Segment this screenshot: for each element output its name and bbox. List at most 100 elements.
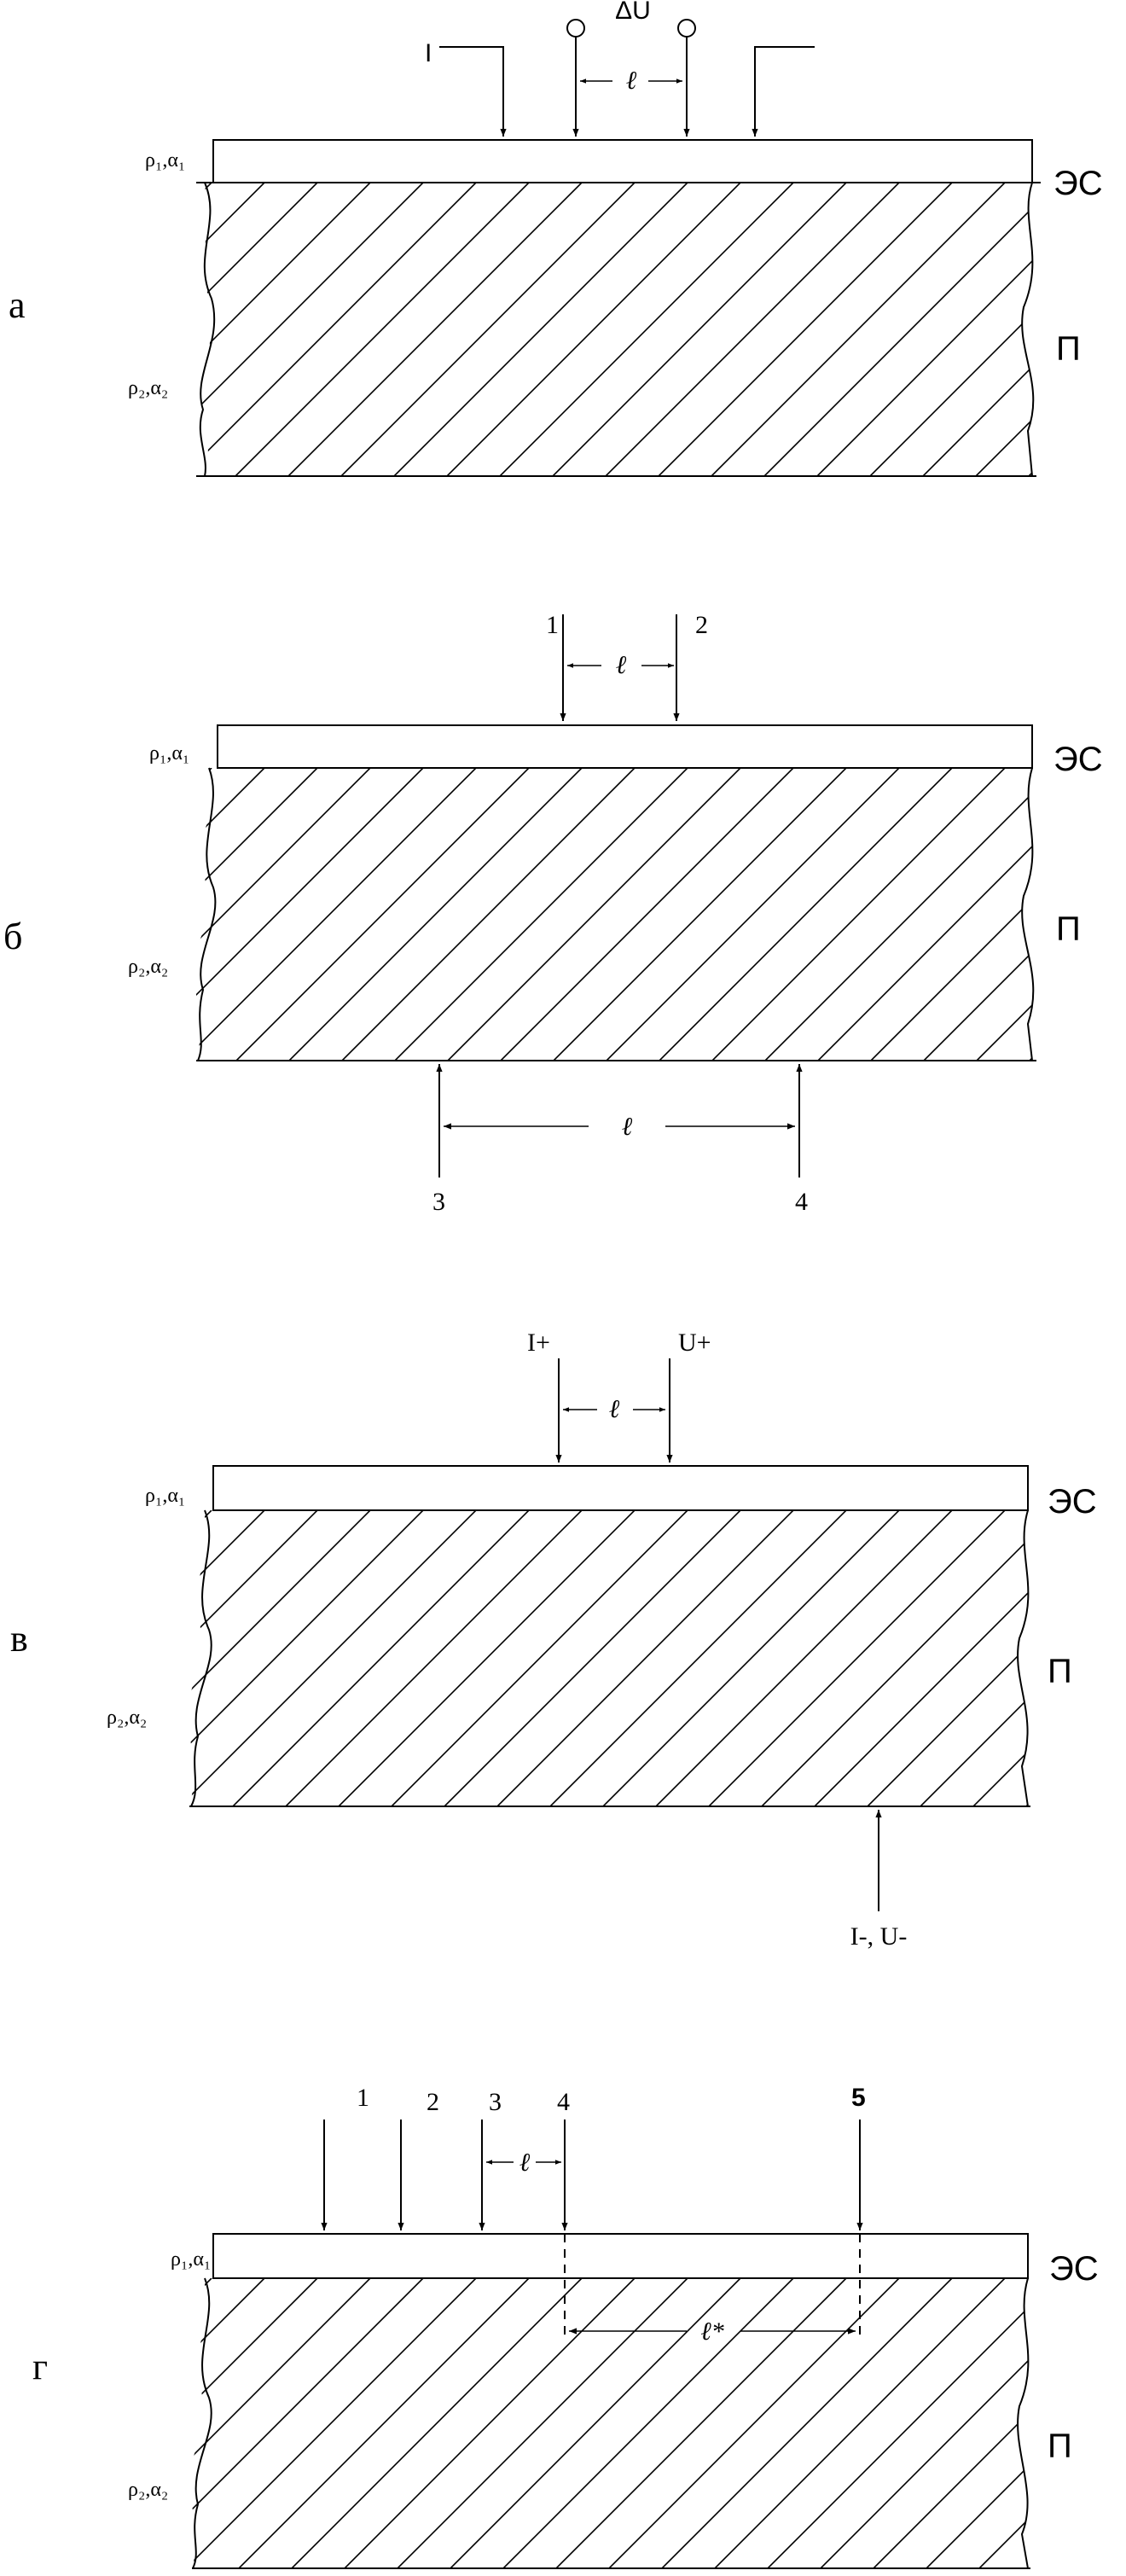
hatch-line	[391, 1510, 688, 1806]
substrate-hatch-v	[188, 1510, 1029, 1806]
hatch-line	[0, 2278, 106, 2568]
hatch-line	[711, 768, 1006, 1061]
hatch-line	[189, 2278, 371, 2568]
hatch-line	[0, 183, 159, 476]
layer-label-b: ЭС	[1053, 741, 1103, 778]
hatch-line	[978, 2278, 1029, 2568]
hatch-line	[714, 2278, 1006, 2568]
coating-layer-a	[212, 139, 1033, 183]
hatch-line	[761, 1510, 1029, 1806]
hatch-line	[189, 2278, 212, 2568]
hatch-line	[972, 1510, 1029, 1806]
substrate-label-a: П	[1056, 330, 1081, 368]
hatch-line	[975, 183, 1034, 476]
substrate-params-b: ρ₂,α₂	[128, 956, 168, 978]
hatch-line	[0, 2278, 53, 2568]
hatch-line	[291, 2278, 583, 2568]
hatch-line	[0, 768, 159, 1061]
panel-b: б 1 2 ℓ 3 4 ℓ ρ₁,α₁ ρ₂,α₂ ЭС П	[0, 611, 1103, 1216]
hatch-line	[194, 768, 424, 1061]
hatch-line	[200, 183, 212, 476]
hatch-line	[816, 183, 1034, 476]
substrate-label-v: П	[1048, 1653, 1072, 1690]
hatch-line	[606, 768, 900, 1061]
hatch-line	[920, 1510, 1029, 1806]
spacing-label-a: ℓ	[626, 67, 637, 95]
hatch-line	[444, 1510, 741, 1806]
hatch-line	[605, 183, 900, 476]
hatch-line	[763, 183, 1034, 476]
probe-voltage-plus-label-v: U+	[678, 1329, 711, 1357]
hatch-line	[1028, 183, 1034, 476]
hatch-line	[189, 2278, 424, 2568]
hatch-line	[194, 768, 477, 1061]
coating-layer-g	[212, 2233, 1029, 2279]
substrate-label-b: П	[1056, 910, 1081, 948]
hatch-line	[976, 768, 1034, 1061]
hatch-line	[194, 768, 212, 1061]
hatch-line	[189, 2278, 477, 2568]
hatch-line	[502, 2278, 794, 2568]
hatch-line	[873, 2278, 1029, 2568]
hatch-line	[1025, 1510, 1029, 1806]
probe-4-label-b: 4	[795, 1188, 808, 1216]
hatch-line	[552, 183, 847, 476]
hatch-line	[0, 768, 53, 1061]
hatch-line	[708, 1510, 1006, 1806]
hatch-line	[200, 183, 477, 476]
probe-3-label-g: 3	[489, 2088, 502, 2116]
spacing-label-bottom-b: ℓ	[622, 1113, 633, 1141]
hatch-line	[602, 1510, 900, 1806]
substrate-params-a: ρ₂,α₂	[128, 377, 168, 399]
hatch-line	[200, 183, 265, 476]
substrate-hatch-g	[0, 2278, 1126, 2568]
substrate-hatch-a	[0, 183, 1034, 476]
layer-params-a: ρ₁,α₁	[145, 149, 185, 172]
panel-g: г 1 2 3 4 5 ℓ ℓ* ρ₁,α₁ ρ₂,α₂ ЭС П	[0, 2084, 1126, 2569]
panel-letter-v: в	[10, 1618, 28, 1660]
hatch-line	[200, 183, 424, 476]
hatch-line	[926, 2278, 1029, 2568]
hatch-line	[658, 183, 953, 476]
substrate-params-v: ρ₂,α₂	[107, 1707, 147, 1729]
hatch-line	[1032, 2278, 1126, 2568]
hatch-line	[711, 183, 1006, 476]
hatch-line	[194, 768, 371, 1061]
hatch-line	[188, 1510, 212, 1806]
substrate-hatch-b	[0, 768, 1034, 1061]
hatch-line	[0, 183, 106, 476]
hatch-line	[393, 183, 688, 476]
layer-label-g: ЭС	[1049, 2250, 1099, 2288]
sample-b	[0, 724, 1036, 1061]
hatch-line	[288, 768, 583, 1061]
layer-params-b: ρ₁,α₁	[149, 742, 189, 765]
hatch-line	[341, 768, 636, 1061]
hatch-line	[200, 183, 371, 476]
hatch-line	[188, 1510, 477, 1806]
voltage-terminal-right-a	[677, 19, 696, 38]
hatch-line	[0, 768, 106, 1061]
probe-4-label-g: 4	[557, 2088, 570, 2116]
spacing-label-top-b: ℓ	[616, 651, 627, 679]
probe-1-label-b: 1	[546, 611, 559, 639]
probe-5-label-g: 5	[851, 2084, 866, 2112]
hatch-line	[923, 768, 1034, 1061]
hatch-line	[767, 2278, 1029, 2568]
panel-letter-b: б	[3, 916, 22, 957]
hatch-line	[238, 2278, 530, 2568]
hatch-line	[397, 2278, 688, 2568]
hatch-line	[869, 183, 1034, 476]
hatch-line	[285, 1510, 583, 1806]
hatch-line	[394, 768, 688, 1061]
hatch-line	[499, 183, 794, 476]
panel-v: в I+ U+ ℓ I-, U- ρ₁,α₁ ρ₂,α₂ ЭС П	[10, 1329, 1097, 1951]
hatch-line	[922, 183, 1034, 476]
hatch-line	[235, 768, 530, 1061]
hatch-line	[338, 1510, 636, 1806]
hatch-line	[340, 183, 636, 476]
hatch-line	[555, 2278, 847, 2568]
hatch-line	[194, 768, 265, 1061]
current-label-a: I	[425, 39, 432, 67]
hatch-line	[194, 768, 318, 1061]
voltage-terminal-left-a	[566, 19, 585, 38]
